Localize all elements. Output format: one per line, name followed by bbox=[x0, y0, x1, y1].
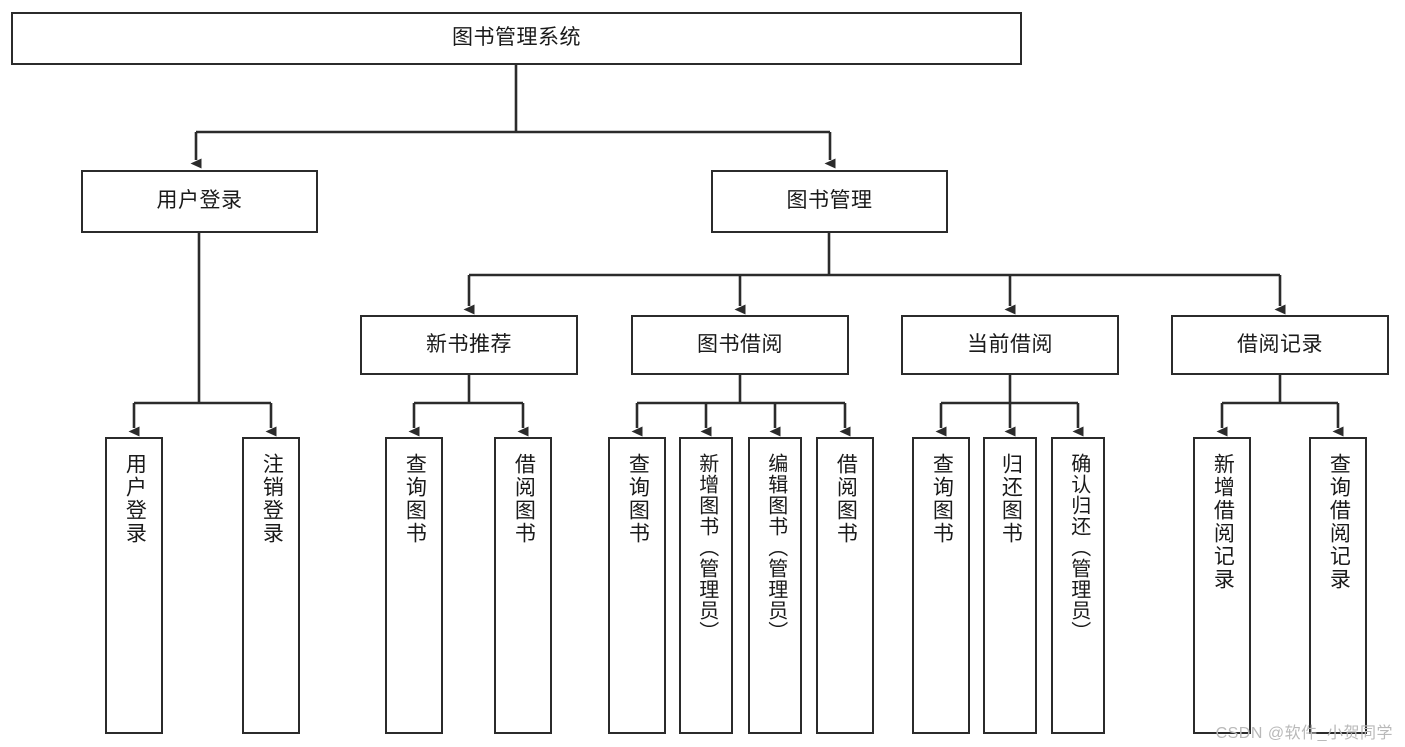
leaf-borrow-book[interactable]: 借阅图书 bbox=[816, 437, 874, 734]
leaf-return-book-label: 归还图书 bbox=[999, 453, 1023, 545]
leaf-query-borrow-record[interactable]: 查询借阅记录 bbox=[1309, 437, 1367, 734]
node-user-login-label: 用户登录 bbox=[156, 189, 243, 213]
leaf-return-book[interactable]: 归还图书 bbox=[983, 437, 1037, 734]
node-book-borrow[interactable]: 图书借阅 bbox=[631, 315, 849, 375]
leaf-query-book-borrow-label: 查询图书 bbox=[626, 453, 650, 545]
leaf-borrow-book-recommend-label: 借阅图书 bbox=[512, 453, 536, 545]
leaf-query-book-current-label: 查询图书 bbox=[930, 453, 954, 545]
node-current-borrow-label: 当前借阅 bbox=[967, 332, 1053, 356]
watermark: CSDN @软件_小贺同学 bbox=[1215, 725, 1393, 742]
leaf-query-borrow-record-label: 查询借阅记录 bbox=[1327, 453, 1351, 591]
leaf-add-book-admin[interactable]: 新增图书（管理员） bbox=[679, 437, 733, 734]
leaf-query-book-recommend[interactable]: 查询图书 bbox=[385, 437, 443, 734]
node-root[interactable]: 图书管理系统 bbox=[11, 12, 1022, 65]
node-root-label: 图书管理系统 bbox=[452, 26, 581, 50]
leaf-query-book-recommend-label: 查询图书 bbox=[403, 453, 427, 545]
leaf-query-book-borrow[interactable]: 查询图书 bbox=[608, 437, 666, 734]
node-book-management[interactable]: 图书管理 bbox=[711, 170, 948, 233]
leaf-query-book-current[interactable]: 查询图书 bbox=[912, 437, 970, 734]
leaf-confirm-return-admin[interactable]: 确认归还（管理员） bbox=[1051, 437, 1105, 734]
node-borrow-record-label: 借阅记录 bbox=[1237, 332, 1323, 356]
node-current-borrow[interactable]: 当前借阅 bbox=[901, 315, 1119, 375]
node-book-management-label: 图书管理 bbox=[786, 189, 873, 213]
leaf-user-login[interactable]: 用户登录 bbox=[105, 437, 163, 734]
node-borrow-record[interactable]: 借阅记录 bbox=[1171, 315, 1389, 375]
leaf-borrow-book-label: 借阅图书 bbox=[834, 453, 858, 545]
node-new-book-recommend-label: 新书推荐 bbox=[426, 332, 512, 356]
leaf-add-book-admin-label: 新增图书（管理员） bbox=[695, 453, 718, 642]
leaf-edit-book-admin-label: 编辑图书（管理员） bbox=[764, 453, 787, 642]
leaf-borrow-book-recommend[interactable]: 借阅图书 bbox=[494, 437, 552, 734]
leaf-add-borrow-record[interactable]: 新增借阅记录 bbox=[1193, 437, 1251, 734]
leaf-user-login-label: 用户登录 bbox=[123, 453, 147, 545]
node-new-book-recommend[interactable]: 新书推荐 bbox=[360, 315, 578, 375]
leaf-logout-label: 注销登录 bbox=[260, 453, 284, 545]
leaf-confirm-return-admin-label: 确认归还（管理员） bbox=[1067, 453, 1090, 642]
node-book-borrow-label: 图书借阅 bbox=[697, 332, 783, 356]
node-user-login[interactable]: 用户登录 bbox=[81, 170, 318, 233]
leaf-logout[interactable]: 注销登录 bbox=[242, 437, 300, 734]
leaf-edit-book-admin[interactable]: 编辑图书（管理员） bbox=[748, 437, 802, 734]
leaf-add-borrow-record-label: 新增借阅记录 bbox=[1211, 453, 1235, 591]
